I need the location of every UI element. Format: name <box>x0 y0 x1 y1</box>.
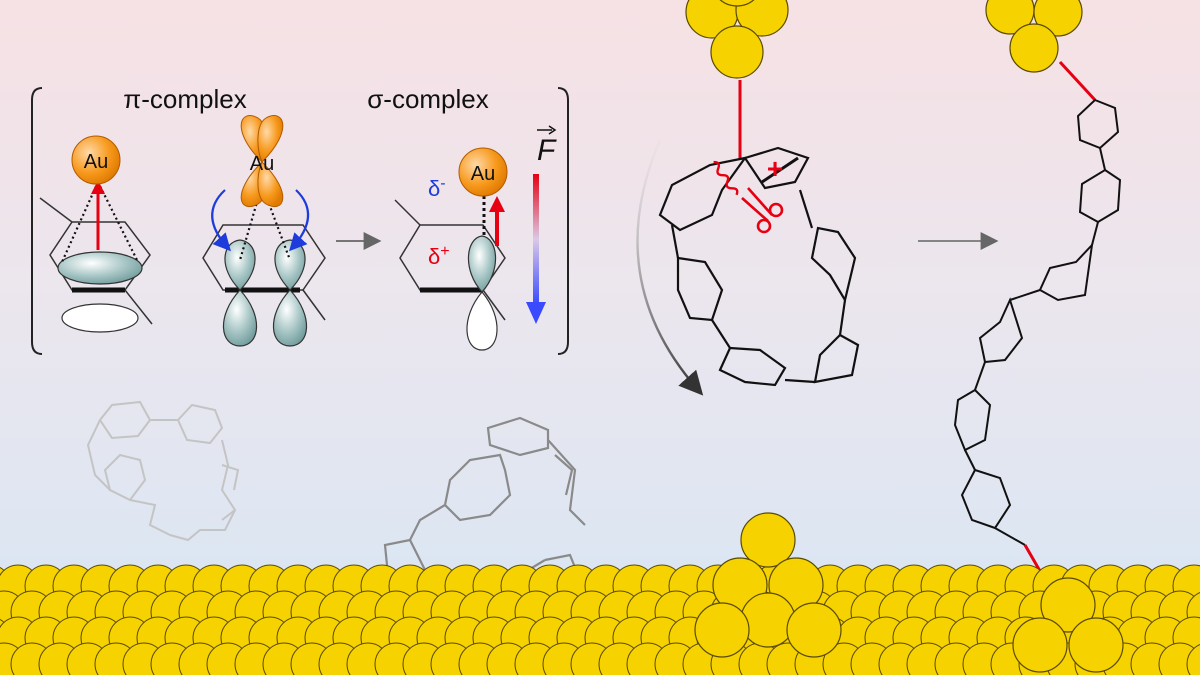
faded-nanohoop <box>86 400 240 542</box>
au-carbon-bond-top <box>1058 60 1097 102</box>
pi-complex-model-2: Au <box>202 115 326 347</box>
scissors-icon <box>741 187 784 234</box>
rotation-arrow <box>636 139 704 396</box>
delta-plus-label: δ+ <box>428 243 450 269</box>
pi-complex-model-1: Au <box>39 135 153 333</box>
au-label-2: Au <box>250 153 274 175</box>
au-atom-sphere <box>71 135 121 185</box>
mechanism-panel: π-complex σ-complex Au <box>31 84 569 355</box>
plus-sign: + <box>767 153 783 184</box>
force-label: F <box>537 134 557 167</box>
gold-cluster-right <box>1012 577 1124 673</box>
au-label-3: Au <box>471 163 495 185</box>
gold-surface-atom <box>1186 644 1200 675</box>
right-bracket <box>557 87 569 355</box>
force-gradient-bar <box>533 174 539 304</box>
top-gold-tip-2 <box>985 0 1083 73</box>
gold-surface <box>0 564 1200 675</box>
strained-nanohoop <box>658 146 860 387</box>
pi-complex-title: π-complex <box>123 84 246 114</box>
gold-cluster-center <box>694 512 842 658</box>
wavy-line-icon <box>713 160 739 196</box>
force-indicator: F <box>526 125 557 324</box>
linear-oligophenylene <box>953 98 1122 546</box>
au-label-1: Au <box>84 151 108 173</box>
force-arrow-head <box>526 302 546 324</box>
delta-minus-label: δ- <box>428 175 446 201</box>
electron-flow-arrow-left <box>211 189 231 252</box>
top-gold-tip-1 <box>685 0 789 79</box>
electron-flow-arrow-right <box>289 189 310 252</box>
sigma-complex-model: Au δ- δ+ <box>394 147 508 351</box>
sigma-complex-title: σ-complex <box>367 84 489 114</box>
left-bracket <box>31 87 43 355</box>
